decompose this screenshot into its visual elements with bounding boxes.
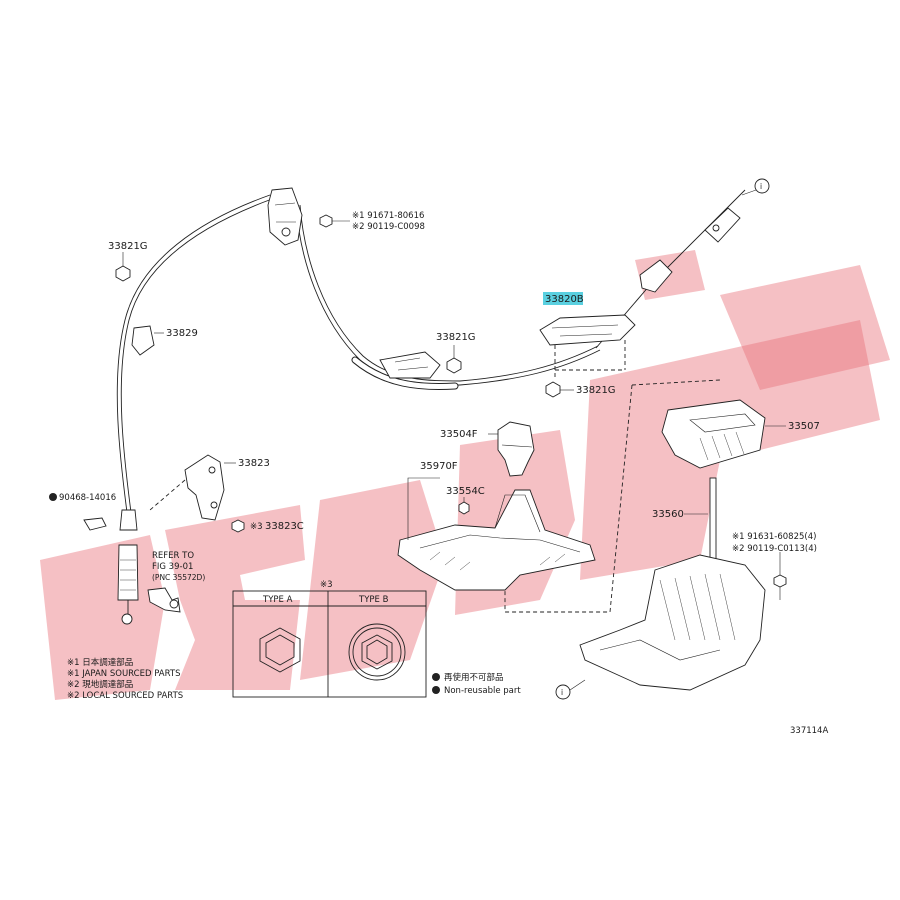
refer-line1: REFER TO — [152, 551, 194, 561]
callout-bottom: i — [561, 688, 563, 697]
bolt-right-line1: ※1 91631-60825(4) — [732, 532, 816, 542]
housing-33507: 33507 — [661, 399, 820, 469]
mark3-33823c: ※3 — [250, 522, 263, 532]
nonreusable-dot — [49, 493, 57, 501]
bolt-top: ※1 91671-80616 ※2 90119-C0098 — [319, 211, 425, 232]
label-33821g-mid: 33821G — [436, 332, 476, 343]
label-33821g-top: 33821G — [108, 241, 148, 252]
cable-upper-end: i — [595, 178, 770, 349]
bracket-33829: 33829 — [131, 325, 198, 356]
note-1: ※1 日本調達部品 — [67, 657, 133, 668]
refer-note: REFER TO FIG 39-01 (PNC 35572D) — [147, 551, 205, 613]
note-4: ※2 LOCAL SOURCED PARTS — [67, 691, 183, 701]
note-2: ※1 JAPAN SOURCED PARTS — [67, 669, 180, 679]
bezel-35970f: 35970F 33554C — [397, 461, 596, 591]
nonreusable-dot-jp — [432, 673, 440, 681]
refer-line2: FIG 39-01 — [152, 562, 193, 572]
nonreusable-legend: 再使用不可部品 Non-reusable part — [432, 672, 521, 696]
bolt-33823c: ※3 33823C — [231, 519, 304, 533]
callout-top: i — [760, 182, 762, 191]
label-90468: 90468-14016 — [59, 493, 116, 503]
nonreusable-jp: 再使用不可部品 — [444, 672, 504, 683]
cable-mid-bracket — [379, 351, 441, 379]
label-35970f: 35970F — [420, 461, 458, 472]
bolt-top-line1: ※1 91671-80616 — [352, 211, 424, 221]
source-notes: ※1 日本調達部品 ※1 JAPAN SOURCED PARTS ※2 現地調達… — [67, 657, 183, 701]
bolt-top-line2: ※2 90119-C0098 — [352, 222, 425, 232]
refer-line3: (PNC 35572D) — [152, 573, 205, 582]
knob-33504f: 33504F — [440, 421, 535, 477]
clip-33821g-low: 33821G — [545, 381, 616, 398]
label-33507: 33507 — [788, 421, 820, 432]
bracket-33823: 33823 — [149, 454, 270, 521]
bolt-right-line2: ※2 90119-C0113(4) — [732, 544, 817, 554]
cable-lower-end — [83, 509, 139, 625]
highlight-33820b — [543, 292, 583, 305]
plate-33820b: 33820B — [539, 292, 636, 380]
hex-type-a-icon — [259, 627, 301, 673]
label-33560: 33560 — [652, 509, 684, 520]
label-33504f: 33504F — [440, 429, 478, 440]
clip-33821g-top: 33821G — [108, 241, 148, 282]
label-33821g-low: 33821G — [576, 385, 616, 396]
label-33823: 33823 — [238, 458, 270, 469]
label-33820b: 33820B — [545, 294, 584, 305]
note-3: ※2 現地調達部品 — [67, 679, 133, 690]
lever-33560: 33560 i — [555, 477, 766, 700]
label-33554c: 33554C — [446, 486, 485, 497]
clip-33821g-mid: 33821G — [436, 332, 476, 374]
type-box-mark: ※3 — [320, 580, 333, 590]
cable-upper-bracket — [267, 187, 303, 246]
type-a-label: TYPE A — [262, 595, 293, 605]
label-33829: 33829 — [166, 328, 198, 339]
assembly-dashed-frame — [504, 379, 721, 613]
type-b-label: TYPE B — [358, 595, 389, 605]
hex-type-b-icon — [348, 623, 406, 681]
clip-90468: 90468-14016 — [49, 493, 116, 503]
figure-code: 337114A — [790, 726, 828, 736]
watermark-logo — [40, 250, 890, 700]
nonreusable-dot-en — [432, 686, 440, 694]
label-33823c: 33823C — [265, 521, 304, 532]
nonreusable-en: Non-reusable part — [444, 686, 521, 696]
bolt-right: ※1 91631-60825(4) ※2 90119-C0113(4) — [732, 532, 817, 600]
type-box: ※3 TYPE A TYPE B — [232, 580, 427, 698]
